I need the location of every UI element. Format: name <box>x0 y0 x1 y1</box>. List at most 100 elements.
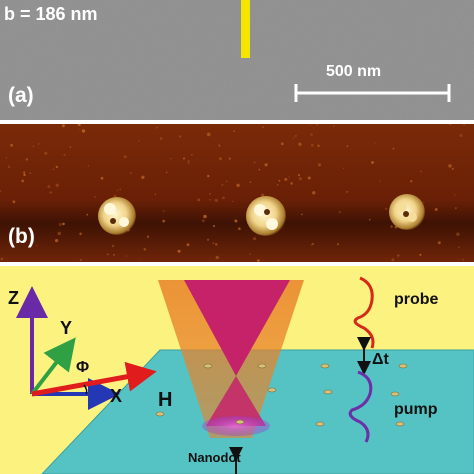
speckle <box>231 200 234 203</box>
schematic-diagram: Z Y X Φ H probe Δt pump Nanodot <box>0 266 474 474</box>
speckle <box>206 238 210 241</box>
y-axis-arrow <box>30 337 76 396</box>
speckle <box>162 210 165 212</box>
speckle <box>346 145 349 147</box>
speckle <box>277 184 279 186</box>
speckle <box>86 213 89 216</box>
speckle <box>203 214 207 219</box>
speckle <box>197 198 201 202</box>
speckle <box>63 153 66 156</box>
speckle <box>346 191 349 193</box>
speckle <box>215 255 219 260</box>
speckle <box>23 173 26 177</box>
speckle <box>29 172 32 174</box>
speckle <box>261 193 265 197</box>
speckle <box>156 127 158 129</box>
speckle <box>390 225 393 228</box>
x-axis-label: X <box>110 386 122 406</box>
speckle <box>280 142 284 146</box>
speckle <box>7 165 11 169</box>
yellow-marker <box>241 0 250 58</box>
speckle <box>312 191 316 195</box>
speckle <box>379 180 382 182</box>
speckle <box>214 198 218 203</box>
speckle <box>93 195 96 198</box>
probe-beam-lower <box>206 376 266 426</box>
speckle <box>12 200 16 204</box>
speckle <box>278 179 281 182</box>
speckle <box>57 231 61 236</box>
speckle <box>312 243 314 245</box>
speckle <box>397 254 400 257</box>
speckle <box>451 167 454 170</box>
delay-label: Δt <box>372 351 390 368</box>
speckle <box>138 140 140 142</box>
speckle <box>307 176 311 180</box>
speckle <box>218 157 222 161</box>
spacing-label: b = 186 nm <box>4 4 98 24</box>
speckle <box>206 132 211 137</box>
speckle <box>333 125 335 127</box>
speckle <box>139 261 141 262</box>
speckle <box>215 243 218 246</box>
speckle <box>373 142 376 144</box>
speckle <box>391 258 395 262</box>
panel-a-label: (a) <box>8 84 34 107</box>
pump-label: pump <box>394 401 438 418</box>
speckle <box>310 143 314 147</box>
speckle <box>297 174 300 177</box>
pump-pulse <box>348 370 373 443</box>
speckle <box>166 171 168 173</box>
speckle <box>222 196 225 200</box>
speckle <box>454 194 456 196</box>
speckle <box>249 181 251 183</box>
panel-c-schematic: Z Y X Φ H probe Δt pump Nanodot <box>0 266 474 474</box>
speckle <box>212 242 215 245</box>
speckle <box>177 249 181 253</box>
speckle <box>25 158 29 161</box>
speckle <box>459 133 463 137</box>
speckle <box>143 248 147 251</box>
speckle <box>221 183 224 186</box>
speckle <box>187 160 190 163</box>
speckle <box>218 144 221 147</box>
speckle <box>55 239 59 243</box>
speckle <box>207 174 210 178</box>
speckle <box>87 165 89 167</box>
speckle <box>116 189 119 192</box>
speckle <box>0 190 2 193</box>
speckle <box>284 177 288 181</box>
speckle <box>290 182 293 185</box>
speckle <box>81 129 86 133</box>
speckle <box>106 253 109 256</box>
speckle <box>55 183 59 187</box>
speckle <box>264 163 268 167</box>
speckle <box>10 143 14 147</box>
speckle <box>113 254 115 256</box>
speckle <box>23 171 26 174</box>
angle-label: Φ <box>76 359 89 376</box>
speckle <box>49 191 52 194</box>
speckle <box>456 232 460 236</box>
nanodots <box>155 363 408 427</box>
speckle <box>79 128 81 130</box>
speckle <box>454 207 457 210</box>
speckle <box>226 180 228 182</box>
speckle <box>183 157 185 160</box>
speckle <box>434 208 438 211</box>
speckle <box>44 151 48 155</box>
speckle <box>146 235 150 238</box>
speckle <box>21 179 24 183</box>
speckle <box>159 137 163 140</box>
speckle <box>55 165 58 168</box>
speckle <box>79 232 82 236</box>
speckle <box>236 183 240 187</box>
speckle <box>310 133 313 136</box>
speckle <box>309 124 311 126</box>
speckle <box>61 124 65 128</box>
speckle <box>288 176 290 178</box>
speckle <box>187 162 190 164</box>
speckle <box>253 237 257 241</box>
speckle <box>462 258 464 261</box>
